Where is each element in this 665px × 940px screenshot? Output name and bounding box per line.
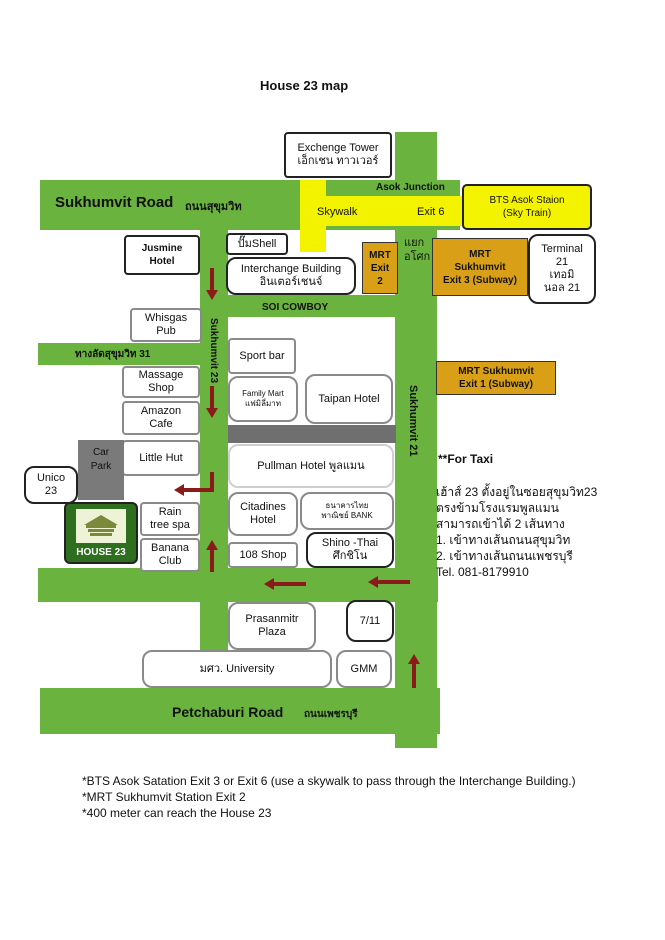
taxi-instructions: เฮ้าส์ 23 ตั้งอยู่ในซอยสุขุมวิท23 ตรงข้า… <box>436 485 598 579</box>
sukhumvit-21-road <box>395 132 437 748</box>
arrow-left-icon <box>264 578 306 590</box>
sukhumvit-21-label: Sukhumvit 21 <box>407 385 419 457</box>
arrow-up-icon <box>408 654 420 688</box>
massage-shop: Massage Shop <box>122 366 200 398</box>
little-hut: Little Hut <box>122 440 200 476</box>
thai-commercial-bank: ธนาคารไทย พาณิชย์ BANK <box>300 492 394 530</box>
exit6-label: Exit 6 <box>417 206 445 218</box>
petchaburi-road-label: Petchaburi Road <box>172 704 284 720</box>
skywalk <box>300 196 462 226</box>
house-23-label: HOUSE 23 <box>76 547 126 558</box>
arrow-down-icon <box>206 268 218 302</box>
sukhumvit-23-road <box>200 228 228 573</box>
terminal-21: Terminal 21 เทอมิ นอล 21 <box>528 234 596 304</box>
soi-cowboy-road <box>200 295 400 317</box>
petchaburi-road-thai-label: ถนนเพชรบุรี <box>304 709 358 720</box>
prasanmitr-plaza: Prasanmitr Plaza <box>228 602 316 650</box>
skywalk-label: Skywalk <box>317 206 358 218</box>
arrow-down-icon <box>206 386 218 420</box>
petchaburi-road <box>40 688 440 734</box>
sukhumvit-23-label: Sukhumvit 23 <box>208 318 219 384</box>
family-mart: Family Mart แฟมิลี่มาท <box>228 376 298 422</box>
shino-thai: Shino -Thai ศึกชิโน <box>306 532 394 568</box>
gray-strip <box>228 425 396 443</box>
house-23: HOUSE 23 <box>64 502 138 564</box>
unico-23: Unico 23 <box>24 466 78 504</box>
exchange-tower: Exchenge Tower เอ็กเชน ทาวเวอร์ <box>284 132 392 178</box>
108-shop: 108 Shop <box>228 542 298 568</box>
sport-bar: Sport bar <box>228 338 296 374</box>
page-title: House 23 map <box>260 78 349 93</box>
banana-club: Banana Club <box>140 538 200 572</box>
university: มศว. University <box>142 650 332 688</box>
shell-station: ปั๊มShell <box>226 233 288 255</box>
arrow-left-icon <box>368 576 410 588</box>
shortcut-31-label: ทางลัดสุขุมวิท 31 <box>75 349 151 360</box>
taipan-hotel: Taipan Hotel <box>305 374 393 424</box>
gmm: GMM <box>336 650 392 688</box>
arrow-up-icon <box>206 540 218 572</box>
sukhumvit-road-thai-label: ถนนสุขุมวิท <box>185 201 242 213</box>
seven-eleven: 7/11 <box>346 600 394 642</box>
bts-asok-station: BTS Asok Staion (Sky Train) <box>462 184 592 230</box>
sukhumvit-road-label: Sukhumvit Road <box>55 194 174 211</box>
mrt-exit-3: MRT Sukhumvit Exit 3 (Subway) <box>432 238 528 296</box>
mrt-exit-1: MRT Sukhumvit Exit 1 (Subway) <box>436 361 556 395</box>
asok-thai-label: แยก อโศก <box>404 237 431 263</box>
jusmine-hotel: Jusmine Hotel <box>124 235 200 275</box>
connector-road <box>38 568 438 602</box>
car-park: Car Park <box>78 440 124 500</box>
citadines-hotel: Citadines Hotel <box>228 492 298 536</box>
interchange-building: Interchange Building อินเตอร์เชนจ์ <box>226 257 356 295</box>
mrt-exit-2: MRT Exit 2 <box>362 242 398 294</box>
asok-junction-label: Asok Junction <box>376 182 445 193</box>
soi-cowboy-label: SOI COWBOY <box>262 302 329 313</box>
note-bts: *BTS Asok Satation Exit 3 or Exit 6 (use… <box>82 774 576 788</box>
amazon-cafe: Amazon Cafe <box>122 401 200 435</box>
note-distance: *400 meter can reach the House 23 <box>82 806 272 820</box>
arrow-turn-left-icon <box>174 472 218 496</box>
whisgas-pub: Whisgas Pub <box>130 308 202 342</box>
note-mrt: *MRT Sukhumvit Station Exit 2 <box>82 790 246 804</box>
taxi-heading: **For Taxi <box>438 452 494 466</box>
house-23-logo-icon <box>76 509 126 543</box>
shortcut-31-road <box>38 343 203 365</box>
skywalk-vertical <box>300 180 326 252</box>
pullman-hotel: Pullman Hotel พูลแมน <box>228 444 394 488</box>
rain-tree-spa: Rain tree spa <box>140 502 200 536</box>
